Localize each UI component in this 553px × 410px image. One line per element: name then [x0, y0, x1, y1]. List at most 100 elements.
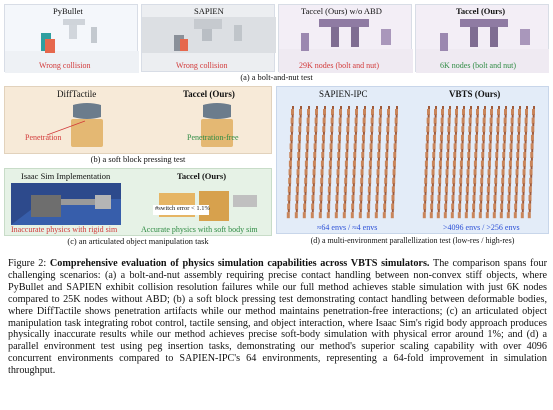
env-instance [521, 192, 525, 201]
env-instance [524, 123, 528, 133]
env-instance [290, 114, 294, 124]
env-instance [459, 157, 463, 167]
env-instance [343, 183, 347, 193]
env-instance [511, 106, 514, 115]
env-instance [288, 157, 292, 167]
env-instance [522, 166, 526, 176]
env-instance [480, 166, 484, 176]
env-instance [327, 200, 331, 210]
env-instance [437, 200, 441, 210]
env-instance [432, 140, 436, 150]
env-instance [319, 200, 323, 210]
env-instance [425, 140, 429, 150]
env-instance [481, 131, 485, 141]
env-instance [461, 114, 465, 124]
env-instance [338, 114, 342, 124]
env-instance [508, 166, 512, 176]
env-instance [319, 192, 323, 201]
env-instance [479, 183, 483, 193]
env-instance [469, 106, 472, 115]
env-instance [336, 166, 340, 176]
env-instance [376, 166, 380, 176]
panel-b-image: DiffTactile Taccel (Ours) Penetration Pe… [4, 86, 272, 154]
env-instance [393, 140, 397, 150]
env-instance [481, 149, 485, 158]
env-instance [387, 106, 390, 115]
env-instance [474, 131, 478, 141]
env-instance [430, 192, 434, 201]
env-instance [443, 209, 447, 219]
env-instance [509, 149, 513, 158]
env-instance [439, 140, 443, 150]
env-instance [328, 157, 332, 167]
env-instance [482, 123, 486, 133]
env-instance [321, 131, 325, 141]
env-instance [437, 183, 441, 193]
env-instance [466, 166, 470, 176]
isaac-title: Isaac Sim Implementation [21, 171, 111, 181]
taccel-illustration [416, 19, 549, 73]
env-instance [486, 192, 490, 201]
env-instance [509, 140, 513, 150]
env-instance [337, 149, 341, 158]
env-instance [361, 149, 365, 158]
env-instance [500, 192, 504, 201]
env-instance [368, 174, 372, 184]
env-instance [313, 149, 317, 158]
env-instance [453, 131, 457, 141]
env-instance [488, 149, 492, 158]
env-instance [321, 149, 325, 158]
env-instance [503, 114, 507, 124]
env-instance [471, 209, 475, 219]
env-instance [497, 106, 500, 115]
env-instance [329, 149, 333, 158]
penetration-note: Penetration [25, 133, 62, 142]
env-instance [451, 192, 455, 201]
env-instance [430, 200, 434, 210]
env-instance [492, 209, 496, 219]
env-instance [377, 149, 381, 158]
env-instance [460, 149, 464, 158]
env-instance [335, 200, 339, 210]
env-instance [345, 149, 349, 158]
env-instance [508, 157, 512, 167]
panel-c-caption: (c) an articulated object manipulation t… [67, 237, 209, 246]
env-instance [392, 174, 396, 184]
sim-name: SAPIEN [194, 6, 224, 16]
env-instance [530, 140, 534, 150]
env-instance [342, 209, 346, 219]
env-instance [299, 106, 302, 115]
env-instance [394, 114, 398, 124]
env-instance [436, 209, 440, 219]
env-instance [440, 123, 444, 133]
env-instance [303, 200, 307, 210]
env-instance [515, 157, 519, 167]
env-instance [363, 106, 366, 115]
env-instance [440, 114, 444, 124]
env-instance [453, 140, 457, 150]
env-instance [446, 131, 450, 141]
env-instance [330, 114, 334, 124]
env-instance [311, 200, 315, 210]
env-instance [467, 140, 471, 150]
env-instance [486, 183, 490, 193]
env-instance [515, 174, 519, 184]
env-instance [351, 200, 355, 210]
env-instance [339, 106, 342, 115]
env-instance [383, 200, 387, 210]
env-instance [472, 192, 476, 201]
env-instance [302, 209, 306, 219]
env-instance [296, 157, 300, 167]
env-instance [390, 209, 394, 219]
env-instance [468, 123, 472, 133]
env-instance [345, 140, 349, 150]
env-instance [465, 183, 469, 193]
env-instance [291, 106, 294, 115]
env-instance [516, 149, 520, 158]
env-instance [475, 123, 479, 133]
env-instance [432, 149, 436, 158]
env-instance [446, 149, 450, 158]
env-instance [500, 183, 504, 193]
env-instance [482, 114, 486, 124]
env-instance [438, 174, 442, 184]
